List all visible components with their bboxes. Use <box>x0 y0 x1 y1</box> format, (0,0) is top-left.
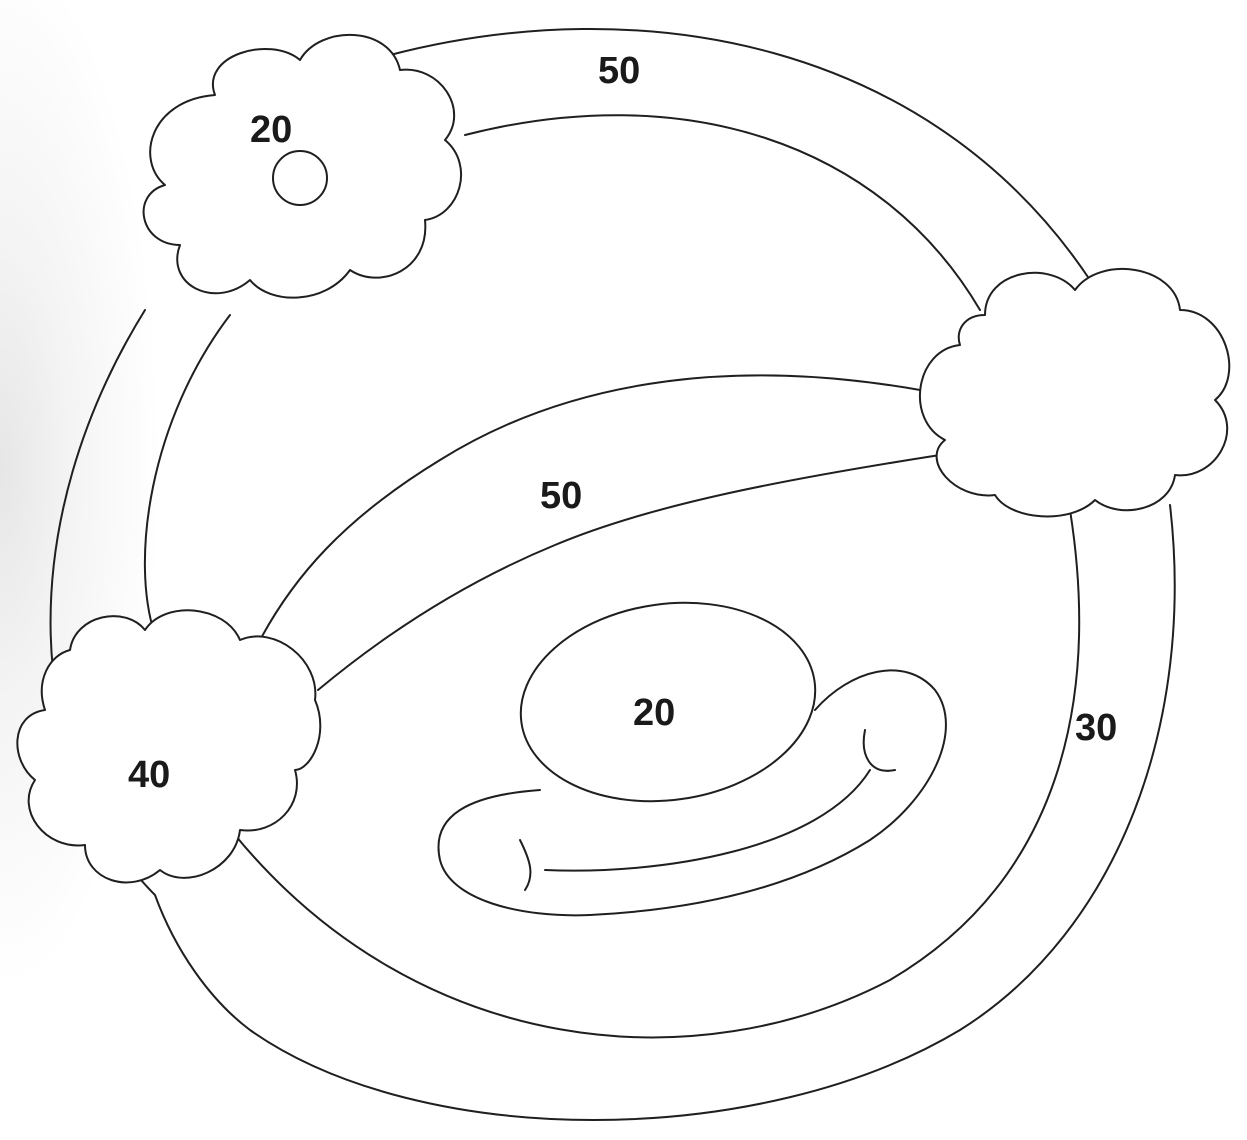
small-circle <box>272 150 328 206</box>
label-center-oval: 20 <box>633 692 675 734</box>
label-cloud-top-left: 20 <box>250 109 292 151</box>
label-middle-band: 50 <box>540 475 582 517</box>
inner-curl-shape <box>437 669 947 917</box>
middle-band-bottom-edge <box>317 454 941 691</box>
cloud-left <box>16 609 322 884</box>
label-right-band: 30 <box>1075 707 1117 749</box>
outer-ring-inner-edge <box>143 114 1081 1039</box>
center-oval <box>519 601 817 803</box>
label-cloud-left: 40 <box>128 754 170 796</box>
cloud-right <box>919 268 1231 518</box>
label-outer-band-top: 50 <box>598 50 640 92</box>
middle-band-top-edge <box>249 374 921 661</box>
